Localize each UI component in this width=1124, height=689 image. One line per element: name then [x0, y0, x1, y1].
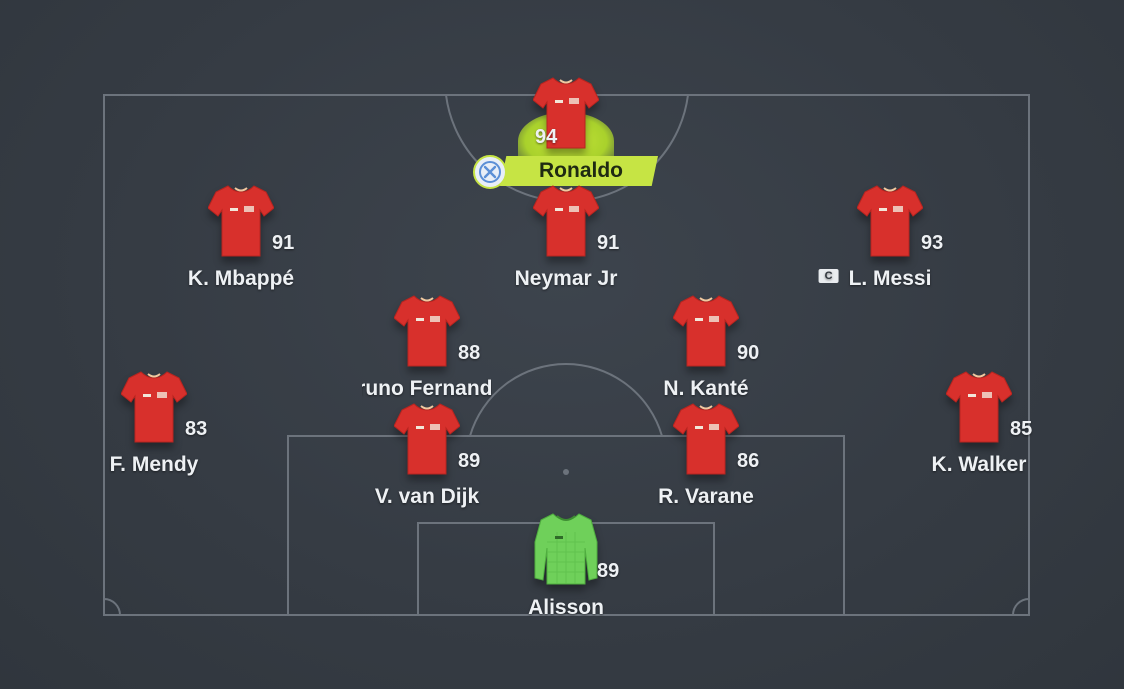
player-rating: 83 [185, 418, 208, 440]
kit-shirt-icon [673, 403, 739, 475]
player-rating: 89 [458, 450, 481, 472]
player-rating: 86 [737, 450, 760, 472]
player-name: K. Mbappé [187, 267, 295, 290]
player-card-rcm[interactable]: 90 N. Kanté [641, 294, 771, 414]
kit-shirt-icon [208, 185, 274, 257]
player-rating: 94 [535, 126, 558, 148]
penalty-spot [563, 469, 569, 475]
kit-shirt-icon [946, 371, 1012, 443]
player-card-lb[interactable]: 83 F. Mendy [89, 370, 219, 490]
selected-player-name: Ronaldo [500, 156, 658, 186]
player-name: Neymar Jr [514, 267, 618, 290]
penalty-arc [469, 363, 663, 437]
player-name: V. van Dijk [374, 485, 480, 508]
corner-arc-left [103, 598, 121, 616]
kit-shirt-icon [857, 185, 923, 257]
remove-player-button[interactable] [473, 155, 507, 189]
player-rating: 88 [458, 342, 481, 364]
kit-shirt-icon [394, 295, 460, 367]
player-card-cam[interactable]: 91 Neymar Jr [501, 184, 631, 304]
player-card-rcb[interactable]: 86 R. Varane [641, 402, 771, 522]
player-card-rb[interactable]: 85 K. Walker [914, 370, 1044, 490]
player-card-gk[interactable]: 89 Alisson [501, 512, 631, 632]
player-rating: 90 [737, 342, 760, 364]
player-name: R. Varane [658, 485, 754, 508]
captain-badge-icon: C [818, 269, 839, 283]
player-rating: 89 [597, 560, 620, 582]
kit-shirt-icon [533, 77, 599, 149]
kit-shirt-icon [533, 185, 599, 257]
player-card-lcb[interactable]: 89 V. van Dijk [362, 402, 492, 522]
player-rating: 91 [272, 232, 295, 254]
player-card-rw[interactable]: 93 C L. Messi [818, 184, 955, 304]
player-card-st[interactable]: 94 [501, 76, 631, 196]
corner-arc-right [1012, 598, 1030, 616]
player-name-wrap: C L. Messi [818, 267, 932, 291]
kit-shirt-icon [394, 403, 460, 475]
player-name-clip: Bruno Fernandes [362, 377, 492, 401]
close-icon [479, 161, 501, 183]
goalkeeper-kit-icon [534, 513, 598, 585]
player-name: F. Mendy [109, 453, 199, 476]
player-name: N. Kanté [663, 377, 749, 400]
kit-shirt-icon [121, 371, 187, 443]
player-name: Bruno Fernandes [362, 377, 492, 400]
player-card-lw[interactable]: 91 K. Mbappé [176, 184, 306, 304]
kit-shirt-icon [673, 295, 739, 367]
player-rating: 91 [597, 232, 620, 254]
player-name: K. Walker [931, 453, 1027, 476]
player-name: L. Messi [848, 267, 932, 290]
player-rating: 93 [921, 232, 944, 254]
player-name: Alisson [528, 596, 604, 619]
player-card-lcm[interactable]: 88 Bruno Fernandes [362, 294, 492, 414]
player-rating: 85 [1010, 418, 1033, 440]
